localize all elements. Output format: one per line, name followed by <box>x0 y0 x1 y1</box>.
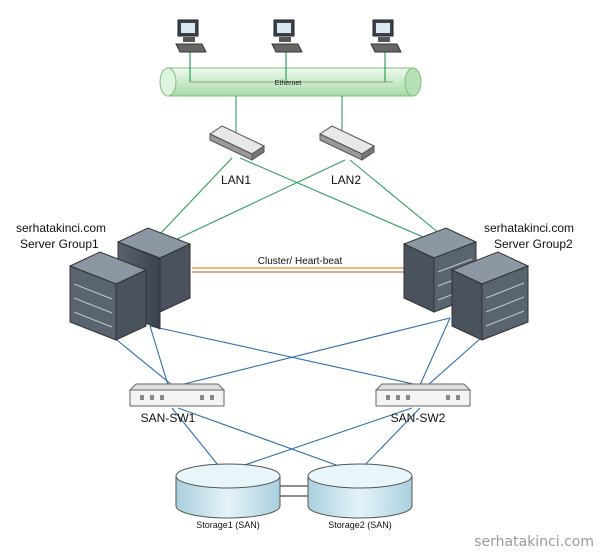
server-group1-name: Server Group1 <box>20 237 99 251</box>
lan1-label: LAN1 <box>221 173 251 187</box>
workstation-icon <box>271 19 303 53</box>
san-sw1-label: SAN-SW1 <box>141 411 196 425</box>
server-group2-site: serhatakinci.com <box>484 221 574 235</box>
storage1-label: Storage1 (SAN) <box>196 520 260 530</box>
storage-disk-icon <box>307 463 413 519</box>
network-switch-icon <box>374 383 472 407</box>
server-group2-labels: serhatakinci.com Server Group2 <box>484 221 574 251</box>
server-rack-icon <box>68 251 148 341</box>
ethernet-label: Ethernet <box>275 80 302 87</box>
san-sw2-label: SAN-SW2 <box>391 411 446 425</box>
storage-links <box>171 407 421 471</box>
server-rack-icon <box>450 251 530 341</box>
network-switch-icon <box>318 125 376 161</box>
heartbeat-link: Cluster/ Heart-beat <box>192 256 410 273</box>
san-links <box>89 317 491 386</box>
network-switch-icon <box>128 383 226 407</box>
watermark: serhatakinci.com <box>474 534 594 550</box>
server-group1-site: serhatakinci.com <box>16 221 106 235</box>
server-group1-labels: serhatakinci.com Server Group1 <box>16 221 106 251</box>
ethernet-bus: Ethernet <box>159 67 422 97</box>
workstation-icon <box>175 19 207 53</box>
workstation-drops <box>189 50 386 82</box>
server-group2-name: Server Group2 <box>494 237 573 251</box>
workstation-icon <box>370 19 402 53</box>
lan-links <box>159 96 441 241</box>
heartbeat-label: Cluster/ Heart-beat <box>258 256 343 267</box>
storage-disk-icon <box>175 463 281 519</box>
storage-interconnect <box>275 485 311 497</box>
storage2-label: Storage2 (SAN) <box>328 520 392 530</box>
network-switch-icon <box>208 125 266 161</box>
lan2-label: LAN2 <box>331 173 361 187</box>
